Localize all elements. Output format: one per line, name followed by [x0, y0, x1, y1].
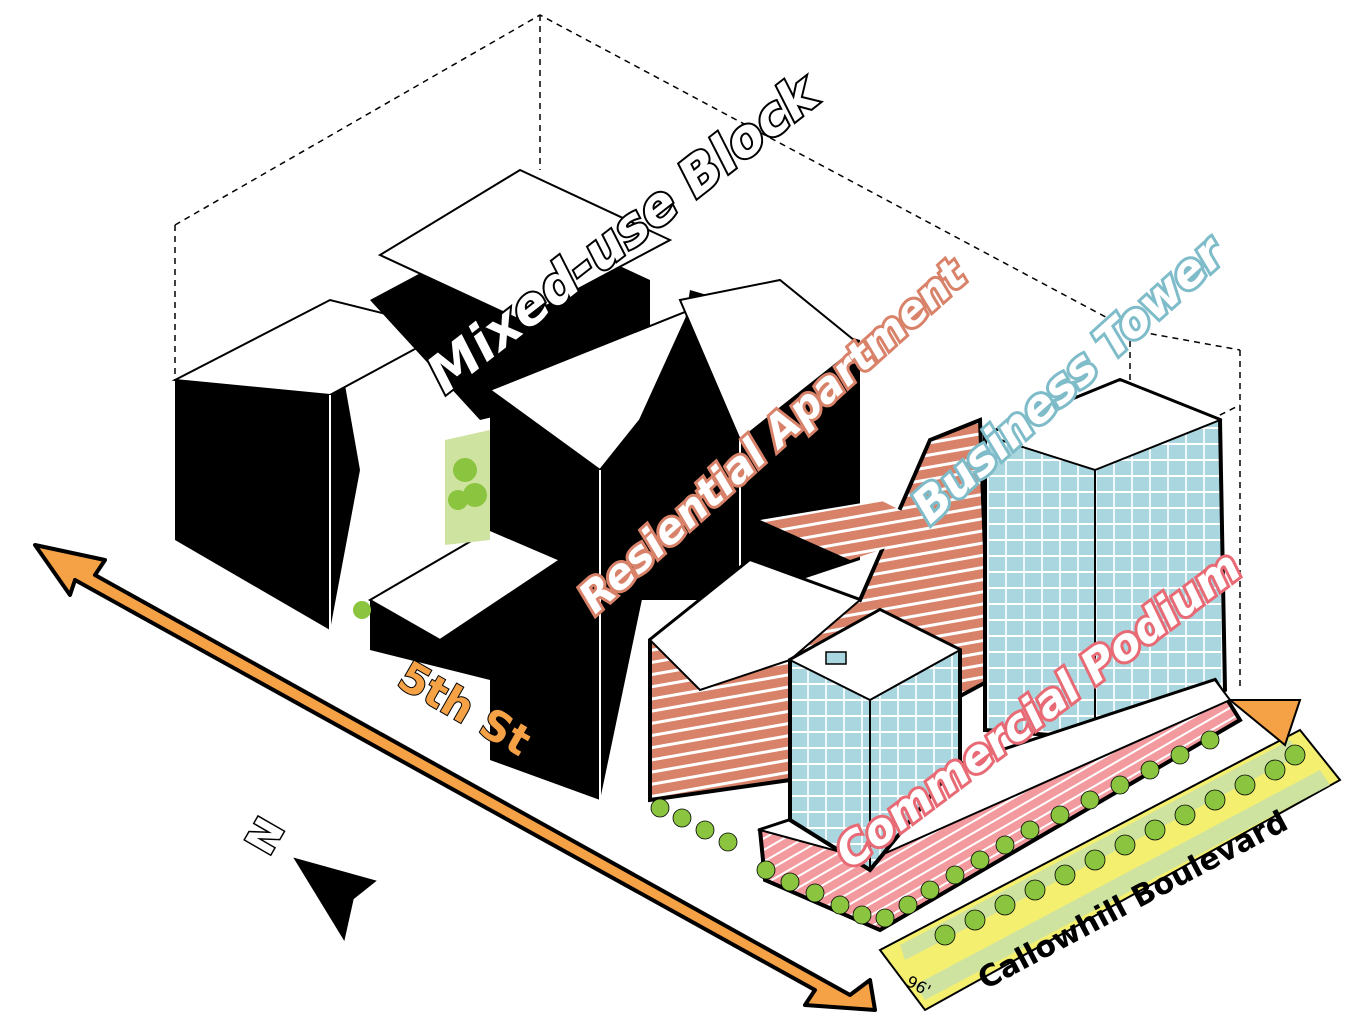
small-tower-massing	[787, 607, 963, 873]
street-trees	[650, 730, 1306, 946]
site-envelope-outline	[174, 14, 1241, 690]
north-label: N	[237, 810, 294, 862]
fifth-street-arrow	[33, 543, 877, 1012]
north-arrow-icon: N	[236, 809, 384, 949]
business-tower-massing	[982, 377, 1228, 743]
